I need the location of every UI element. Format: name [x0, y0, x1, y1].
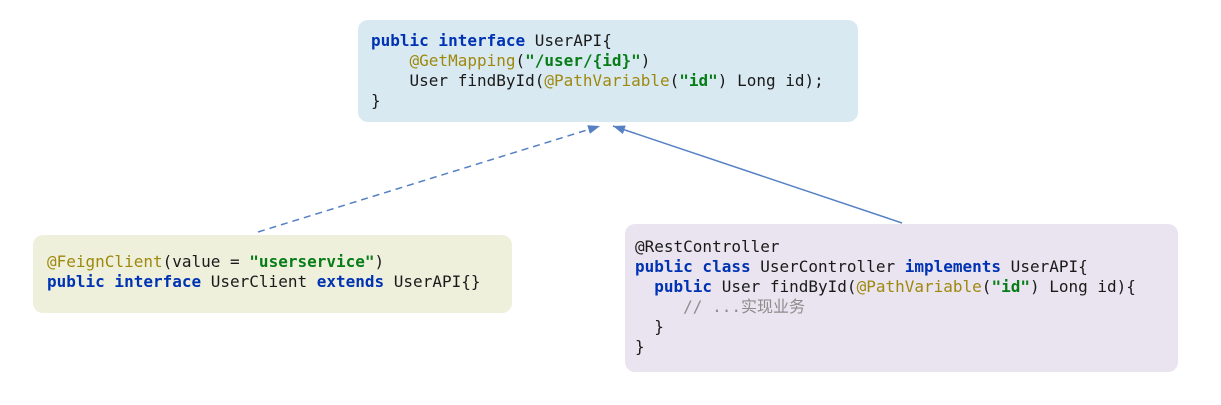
implements-arrow-solid	[612, 125, 903, 224]
user-api-code: public interface UserAPI{ @GetMapping("/…	[371, 31, 824, 110]
user-api-box: public interface UserAPI{ @GetMapping("/…	[358, 20, 858, 122]
user-client-box: @FeignClient(value = "userservice")publi…	[33, 235, 512, 313]
extends-arrow-dashed	[257, 125, 601, 233]
user-client-code: @FeignClient(value = "userservice")publi…	[47, 252, 481, 291]
